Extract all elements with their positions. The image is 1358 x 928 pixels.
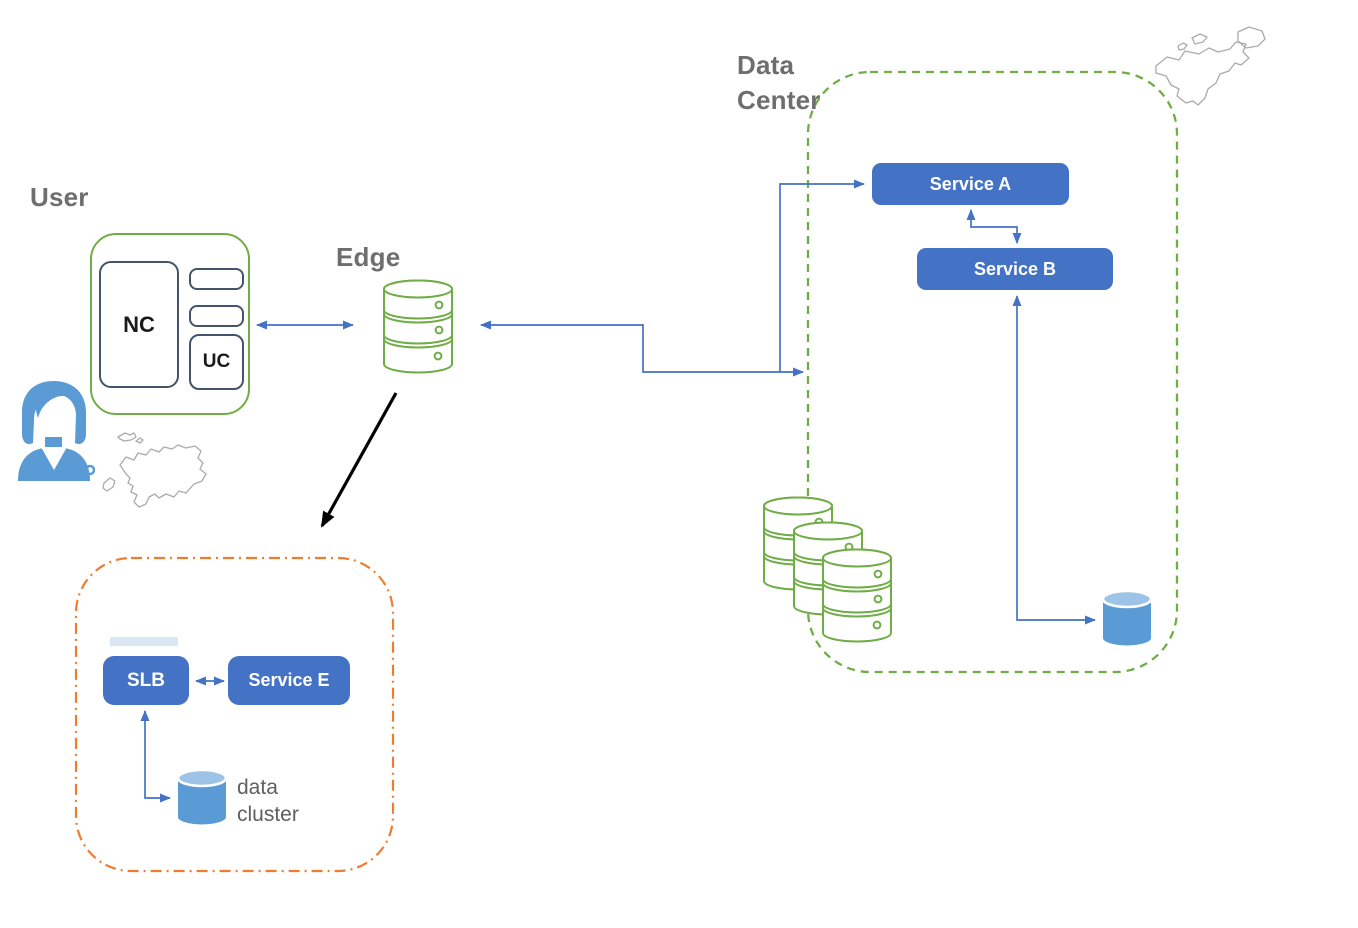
service-a-node: Service A — [872, 163, 1069, 205]
user-label: User — [30, 182, 89, 212]
edge-cluster-dashdot-border — [74, 556, 395, 873]
component-slot-2 — [189, 305, 244, 327]
datacenter-database-stack-icons — [763, 496, 892, 643]
nc-node: NC — [99, 261, 179, 388]
data-cluster-cylinder-icon — [176, 768, 228, 826]
connectors — [140, 179, 1096, 803]
slb-node: SLB — [103, 656, 189, 705]
connector-edge-datacenter — [480, 320, 804, 377]
data-center-dashed-border — [806, 70, 1179, 674]
edge-label: Edge — [336, 242, 401, 272]
component-slot-1 — [189, 268, 244, 290]
service-e-node: Service E — [228, 656, 350, 705]
connector-slb-data-cluster — [140, 710, 171, 803]
data-cluster-label: data cluster — [237, 776, 299, 827]
user-person-icon — [18, 381, 96, 481]
faded-rect-artifact — [110, 637, 178, 646]
europe-map-outline — [102, 432, 207, 508]
connector-service-a-service-b — [966, 209, 1022, 244]
user-device-container: NC UC — [90, 233, 250, 415]
black-arrow-edge-to-cluster — [320, 392, 398, 528]
uc-node: UC — [189, 334, 244, 390]
north-america-map-outline — [1155, 26, 1266, 106]
data-center-label: Data Center — [737, 50, 821, 116]
datacenter-storage-cylinder-icon — [1101, 589, 1153, 647]
service-b-node: Service B — [917, 248, 1113, 290]
edge-database-stack-icon — [383, 279, 453, 374]
connector-entry-service-a — [779, 179, 865, 372]
connector-service-b-storage — [1012, 295, 1096, 625]
